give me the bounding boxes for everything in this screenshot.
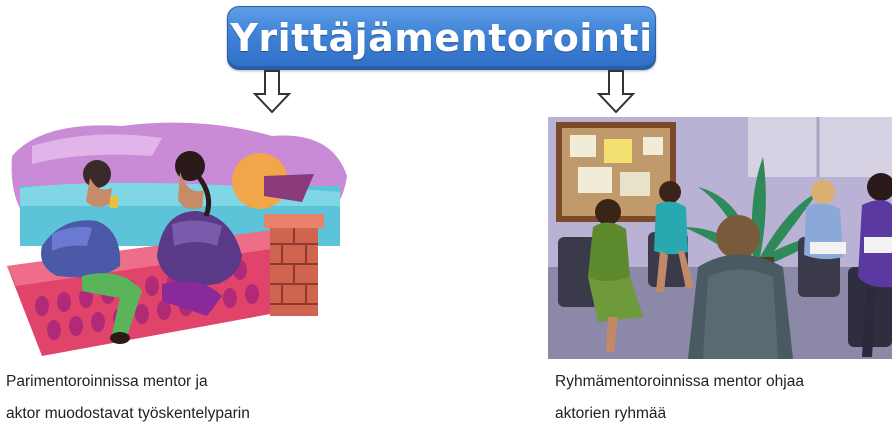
arrow-down-right-icon	[596, 69, 636, 114]
pair-mentoring-caption-line1: Parimentoroinnissa mentor ja	[6, 373, 208, 391]
group-mentoring-caption-line2: aktorien ryhmää	[555, 405, 666, 423]
pair-mentoring-caption-line2: aktor muodostavat työskentelyparin	[6, 405, 250, 423]
diagram-title: Yrittäjämentorointi	[230, 16, 652, 60]
title-box: Yrittäjämentorointi	[227, 6, 656, 70]
pair-mentoring-illustration	[2, 116, 352, 360]
arrow-down-left-icon	[252, 69, 292, 114]
group-mentoring-illustration	[548, 117, 892, 359]
group-mentoring-caption-line1: Ryhmämentoroinnissa mentor ohjaa	[555, 373, 804, 391]
